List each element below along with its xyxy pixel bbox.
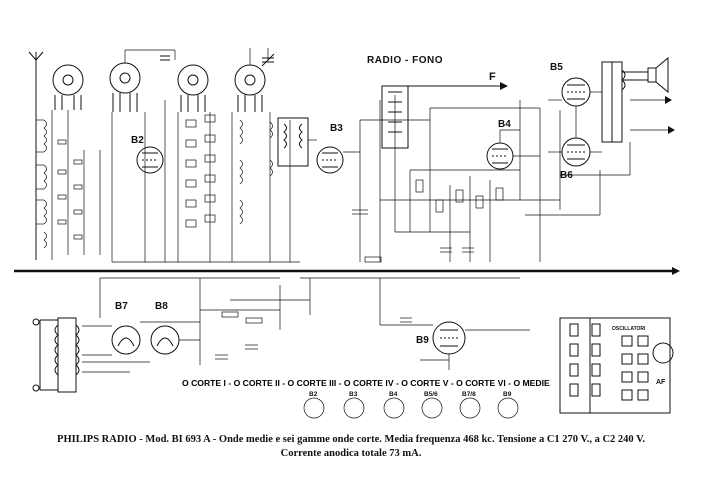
tube-b7-label: B7 — [115, 301, 128, 312]
caption-line-1: PHILIPS RADIO - Mod. BI 693 A - Onde med… — [57, 434, 645, 445]
legend-corte-6: O CORTE VI — [456, 378, 506, 388]
rectifier-tube-b8 — [150, 325, 180, 355]
legend-corte-1: O CORTE I — [182, 378, 226, 388]
tube-b6-label: B6 — [560, 170, 573, 181]
legend-separator: - — [226, 378, 234, 388]
band-switch-wafer-1 — [52, 64, 84, 110]
ground-bus-arrow — [672, 267, 680, 275]
band-switch-wafer-3 — [177, 64, 209, 112]
if-transformer-1 — [277, 117, 309, 167]
legend-separator: - — [506, 378, 514, 388]
band-legend-bar: O CORTE I - O CORTE II - O CORTE III - O… — [182, 378, 550, 388]
output-arrow-2-icon — [668, 126, 675, 134]
rectifier-tube-b7 — [111, 325, 141, 355]
socket-label-b3: B3 — [349, 391, 358, 398]
legend-separator: - — [336, 378, 344, 388]
oscillator-alignment-panel — [559, 317, 674, 414]
legend-corte-4: O CORTE IV — [344, 378, 394, 388]
band-switch-wafer-4 — [234, 64, 266, 112]
fono-input-label: F — [489, 71, 496, 83]
mains-plug-icon — [32, 318, 40, 392]
socket-label-b7-8: B7/8 — [462, 391, 476, 398]
tube-b4-label: B4 — [498, 119, 511, 130]
if-and-detector-wiring — [308, 95, 601, 263]
tuning-capacitor-2 — [261, 53, 275, 67]
output-wiring — [548, 91, 668, 176]
antenna-symbol — [28, 51, 44, 260]
socket-label-b5-6: B5/6 — [424, 391, 438, 398]
tube-b8-label: B8 — [155, 301, 168, 312]
fono-arrow-icon — [500, 82, 508, 90]
caption-line-2: Corrente anodica totale 73 mA. — [280, 448, 422, 459]
socket-label-b2: B2 — [309, 391, 318, 398]
output-transformer — [601, 61, 626, 143]
svg-text:O CORTE I - O CORTE II - O COR: O CORTE I - O CORTE II - O CORTE III - O… — [182, 378, 550, 388]
legend-separator: - — [394, 378, 402, 388]
tube-b3 — [316, 146, 344, 174]
socket-label-b9: B9 — [503, 391, 512, 398]
output-arrow-icon — [665, 96, 672, 104]
legend-corte-2: O CORTE II — [234, 378, 280, 388]
tube-b2 — [136, 146, 164, 174]
tube-b2-label: B2 — [131, 135, 144, 146]
power-transformer — [39, 317, 80, 393]
oscillator-coil-bank — [185, 114, 273, 228]
power-supply-wiring — [82, 277, 530, 373]
panel-oscillatori-label: OSCILLATORI — [612, 326, 646, 332]
radio-fono-switch — [381, 85, 500, 149]
legend-corte-5: O CORTE V — [401, 378, 449, 388]
legend-corte-3: O CORTE III — [288, 378, 337, 388]
radio-fono-label: RADIO - FONO — [367, 55, 443, 66]
tube-b3-label: B3 — [330, 123, 343, 134]
tube-b9-label: B9 — [416, 335, 429, 346]
tube-b5 — [561, 77, 591, 107]
loudspeaker-icon — [622, 56, 669, 94]
antenna-coil-bank — [36, 110, 101, 260]
socket-pinout-row — [303, 397, 519, 419]
tube-b6 — [561, 137, 591, 167]
tuning-capacitor-1 — [160, 55, 170, 61]
panel-af-label: AF — [656, 379, 666, 386]
legend-separator: - — [280, 378, 288, 388]
tube-b4 — [486, 142, 514, 170]
tube-b5-label: B5 — [550, 62, 563, 73]
tube-b9 — [432, 321, 466, 355]
band-switch-wafer-2 — [109, 62, 141, 112]
legend-medie: O MEDIE — [513, 378, 550, 388]
top-wiring — [111, 48, 300, 263]
socket-labels: B2 B3 B4 B5/6 B7/8 B9 — [309, 391, 512, 398]
legend-separator: - — [448, 378, 456, 388]
socket-label-b4: B4 — [389, 391, 398, 398]
